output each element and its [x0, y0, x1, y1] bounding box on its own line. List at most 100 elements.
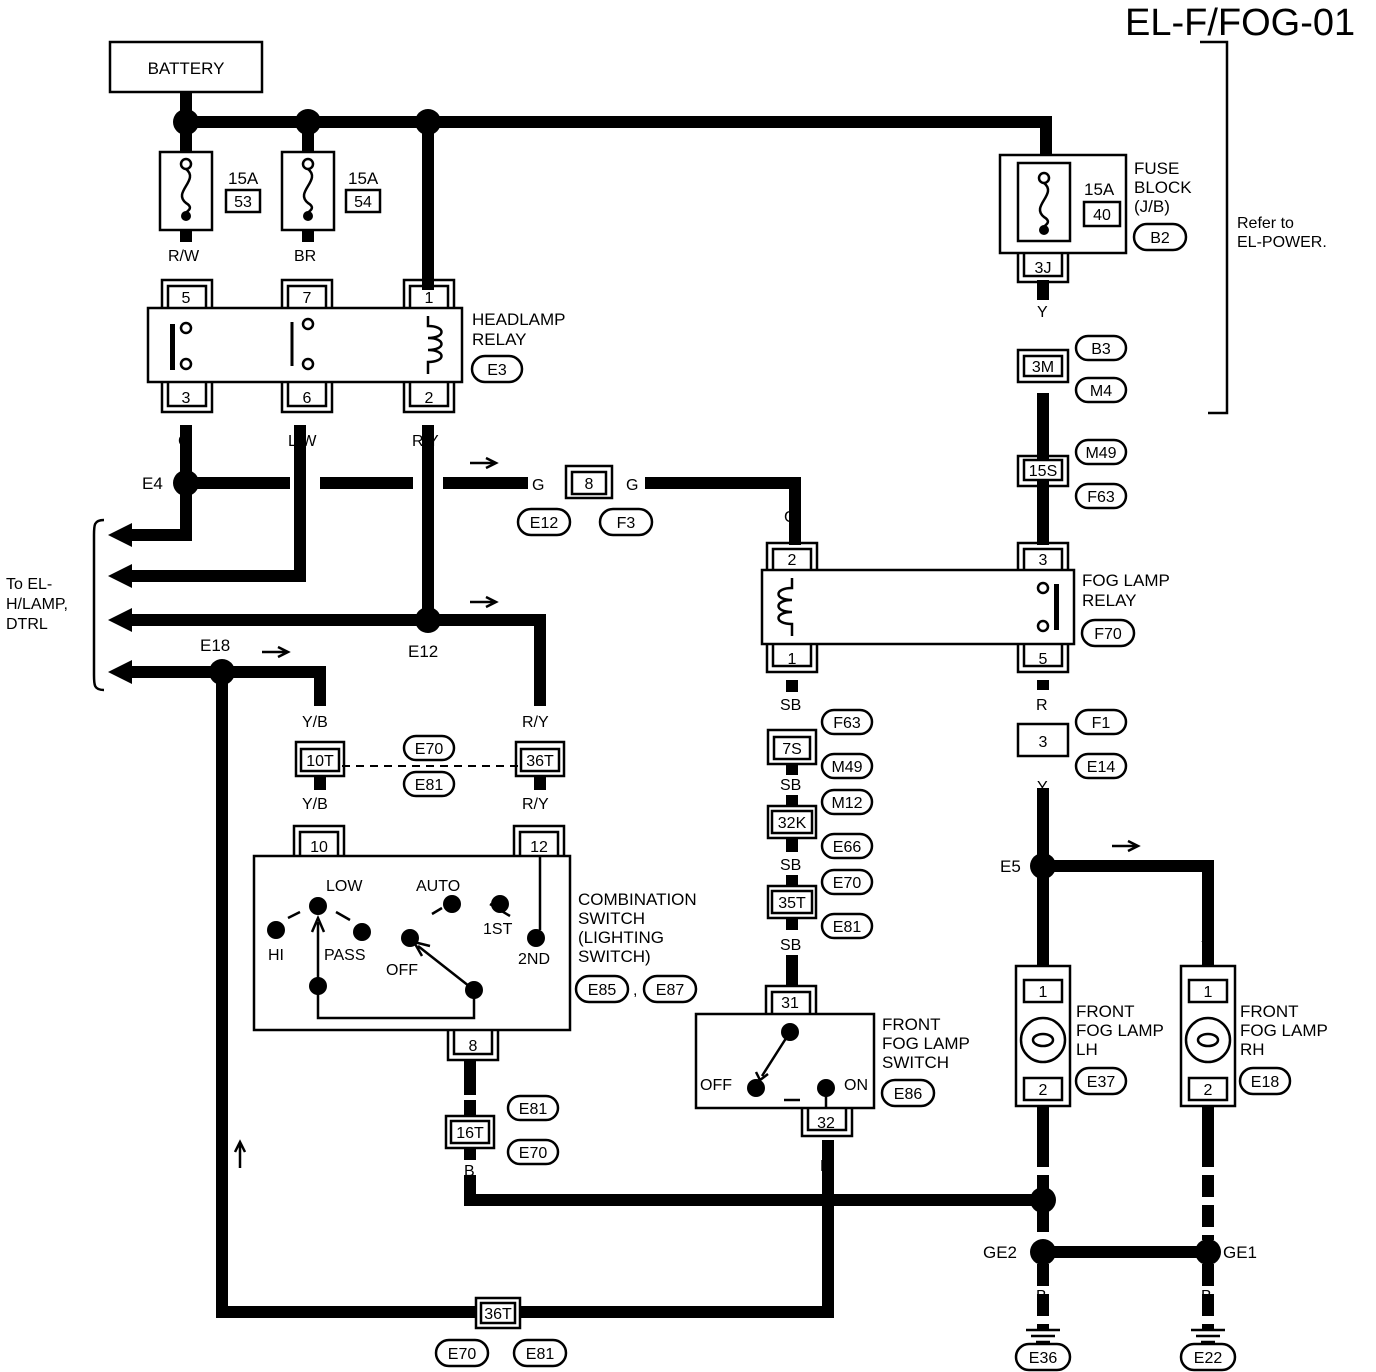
- svg-text:B: B: [464, 1163, 475, 1180]
- svg-text:G: G: [178, 433, 190, 450]
- refer-line-1: Refer to: [1237, 215, 1294, 232]
- svg-text:Y: Y: [1201, 939, 1212, 956]
- svg-text:FOG LAMP: FOG LAMP: [882, 1034, 970, 1053]
- svg-text:M12: M12: [831, 795, 862, 812]
- svg-text:COMBINATION: COMBINATION: [578, 890, 697, 909]
- svg-text:1: 1: [425, 290, 434, 307]
- svg-text:M49: M49: [1085, 445, 1116, 462]
- svg-text:SWITCH): SWITCH): [578, 947, 651, 966]
- svg-text:DTRL: DTRL: [6, 616, 48, 633]
- fuse-block: 15A 40 FUSE BLOCK (J/B) B2: [998, 153, 1192, 255]
- ground-e22: E22: [1179, 1328, 1237, 1372]
- svg-text:5: 5: [182, 290, 191, 307]
- fuse-53: 15A 53: [158, 150, 262, 232]
- svg-text:16T: 16T: [456, 1125, 484, 1142]
- svg-text:12: 12: [530, 839, 548, 856]
- svg-text:LH: LH: [1076, 1040, 1098, 1059]
- svg-text:2: 2: [1039, 1082, 1048, 1099]
- connector-35t: 35T E70 E81: [766, 868, 874, 940]
- fog-lamp-relay: 2 3 1 5 FOG LAMP RELAY F70: [760, 541, 1170, 674]
- svg-text:E18: E18: [1251, 1074, 1280, 1091]
- svg-text:15A: 15A: [228, 169, 259, 188]
- svg-text:E81: E81: [526, 1346, 555, 1363]
- svg-text:B: B: [1036, 1128, 1047, 1145]
- svg-text:G: G: [146, 528, 158, 545]
- svg-text:M49: M49: [831, 759, 862, 776]
- svg-text:35T: 35T: [778, 895, 806, 912]
- svg-text:E81: E81: [833, 919, 862, 936]
- svg-text:3: 3: [1039, 734, 1048, 751]
- svg-text:7: 7: [303, 290, 312, 307]
- page-code: EL-F/FOG-01: [1125, 2, 1355, 44]
- svg-text:Y/B: Y/B: [146, 665, 172, 682]
- svg-text:10T: 10T: [306, 753, 334, 770]
- svg-text:BR: BR: [294, 248, 316, 265]
- svg-text:1: 1: [788, 651, 797, 668]
- svg-text:3M: 3M: [1032, 359, 1054, 376]
- connector-16t: 16T E81 E70: [444, 1094, 560, 1166]
- svg-text:Y/B: Y/B: [302, 796, 328, 813]
- svg-text:F1: F1: [1092, 715, 1111, 732]
- svg-text:E37: E37: [1087, 1074, 1116, 1091]
- svg-text:HEADLAMP: HEADLAMP: [472, 310, 566, 329]
- combination-switch: LOW 10 12 LOW HI PASS AUTO OFF 1ST 2ND 8…: [252, 824, 698, 1062]
- svg-text:M4: M4: [1090, 383, 1112, 400]
- svg-text:F63: F63: [1087, 489, 1115, 506]
- svg-text:3: 3: [1039, 552, 1048, 569]
- splice-ge2: GE2: [983, 1243, 1017, 1262]
- svg-text:R/Y: R/Y: [412, 433, 439, 450]
- splice-e4: E4: [142, 474, 163, 493]
- svg-text:40: 40: [1093, 207, 1111, 224]
- svg-text:E12: E12: [530, 515, 559, 532]
- svg-text:Y/B: Y/B: [302, 714, 328, 731]
- fuse-54: 15A 54: [280, 150, 382, 232]
- svg-text:RH: RH: [1240, 1040, 1265, 1059]
- svg-text:32K: 32K: [778, 815, 807, 832]
- svg-text:FOG LAMP: FOG LAMP: [1076, 1021, 1164, 1040]
- svg-text:E87: E87: [656, 982, 685, 999]
- flow-arrows: [233, 456, 1141, 1168]
- svg-text:L/W: L/W: [146, 569, 175, 586]
- svg-text:G: G: [626, 477, 638, 494]
- svg-text:1ST: 1ST: [483, 921, 513, 938]
- svg-text:E81: E81: [519, 1101, 548, 1118]
- svg-text:ON: ON: [844, 1077, 868, 1094]
- svg-text:B: B: [540, 1305, 551, 1322]
- svg-text:B: B: [1036, 1288, 1047, 1305]
- svg-text:36T: 36T: [484, 1306, 512, 1323]
- svg-text:SB: SB: [780, 777, 801, 794]
- svg-text:E70: E70: [833, 875, 862, 892]
- svg-text:2ND: 2ND: [518, 951, 550, 968]
- svg-text:53: 53: [234, 194, 252, 211]
- svg-text:R/Y: R/Y: [146, 613, 173, 630]
- svg-text:36T: 36T: [526, 753, 554, 770]
- svg-text:OFF: OFF: [700, 1077, 732, 1094]
- ground-e36: E36: [1014, 1328, 1072, 1372]
- svg-text:32: 32: [817, 1115, 835, 1132]
- svg-text:54: 54: [354, 194, 372, 211]
- svg-text:L/W: L/W: [288, 433, 317, 450]
- svg-text:E66: E66: [833, 839, 862, 856]
- svg-text:F3: F3: [617, 515, 636, 532]
- connector-7s: 7S F63 M49: [766, 708, 874, 780]
- svg-text:15S: 15S: [1029, 463, 1057, 480]
- svg-text:SB: SB: [780, 857, 801, 874]
- svg-text:FUSE: FUSE: [1134, 159, 1179, 178]
- svg-text:6: 6: [303, 390, 312, 407]
- svg-text:Y: Y: [1037, 401, 1048, 418]
- svg-text:E81: E81: [415, 777, 444, 794]
- svg-text:E36: E36: [1029, 1350, 1058, 1367]
- battery-box: [108, 40, 264, 94]
- fog-lamp-lh: 1 2 FRONT FOG LAMP LH E37: [1014, 964, 1164, 1108]
- svg-text:B: B: [1201, 1128, 1212, 1145]
- svg-text:7S: 7S: [782, 741, 802, 758]
- svg-text:Y/B: Y/B: [426, 1305, 452, 1322]
- svg-text:SWITCH: SWITCH: [882, 1053, 949, 1072]
- connector-15s: 15S M49 F63: [1016, 438, 1128, 510]
- conn-e81-a: [402, 770, 456, 798]
- svg-text:Y: Y: [1037, 304, 1048, 321]
- svg-text:FRONT: FRONT: [882, 1015, 941, 1034]
- splice-ge1: GE1: [1223, 1243, 1257, 1262]
- svg-text:15A: 15A: [1084, 180, 1115, 199]
